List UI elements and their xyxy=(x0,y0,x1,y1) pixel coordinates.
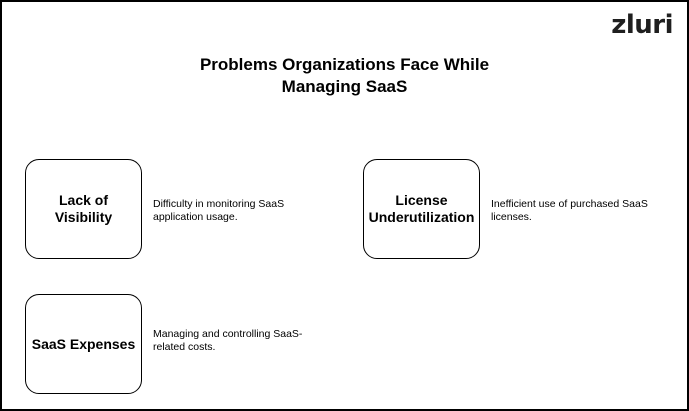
problem-description: Managing and controlling SaaS-related co… xyxy=(153,328,303,353)
problem-card-license-underutilization: License Underutilization xyxy=(363,159,480,259)
problem-label: Lack of Visibility xyxy=(54,192,113,225)
problem-label: SaaS Expenses xyxy=(31,335,136,352)
problem-card-lack-of-visibility: Lack of Visibility xyxy=(25,159,142,259)
diagram-title: Problems Organizations Face While Managi… xyxy=(2,54,687,98)
title-line-2: Managing SaaS xyxy=(281,77,408,96)
problem-description: Difficulty in monitoring SaaS applicatio… xyxy=(153,198,285,223)
zluri-logo: zluri xyxy=(611,10,673,40)
problem-description: Inefficient use of purchased SaaS licens… xyxy=(491,198,648,223)
title-line-1: Problems Organizations Face While xyxy=(199,55,490,74)
problem-card-saas-expenses: SaaS Expenses xyxy=(25,294,142,394)
problem-label: License Underutilization xyxy=(368,192,475,225)
